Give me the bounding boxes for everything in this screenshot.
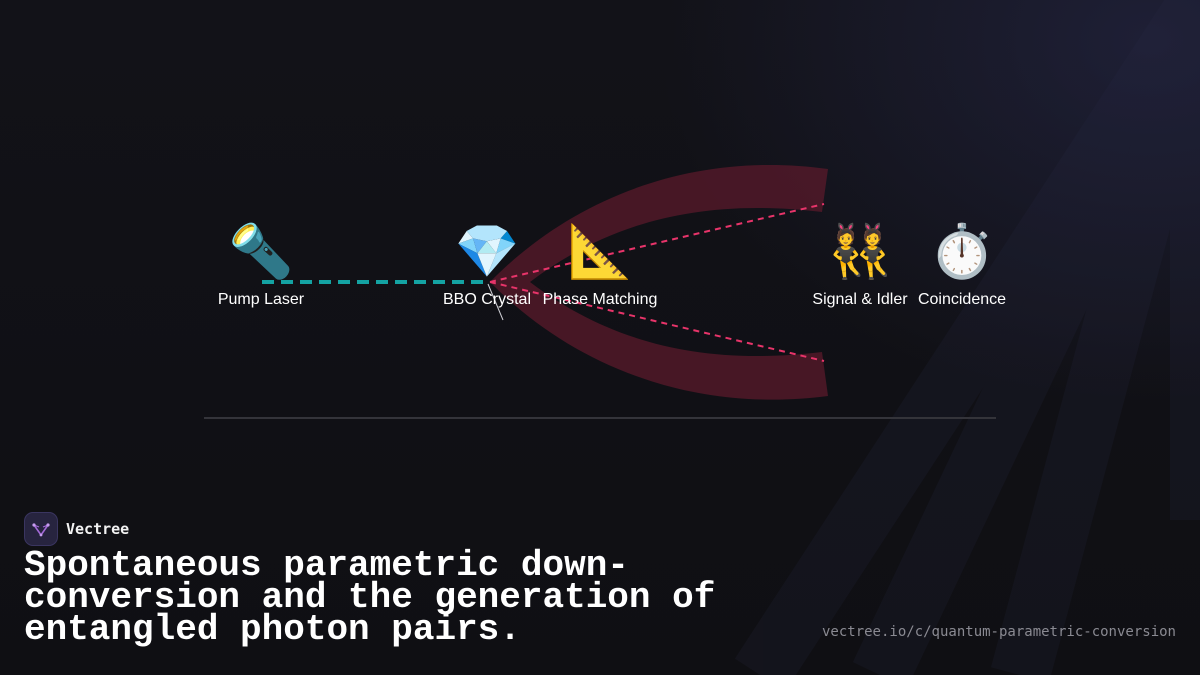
crystal-axis-mark [487, 283, 504, 321]
node-label: Pump Laser [217, 291, 305, 308]
headline: Spontaneous parametric down-conversion a… [24, 545, 716, 650]
node-label: BBO Crystal [442, 291, 531, 308]
node-label: Signal & Idler [812, 291, 908, 308]
vectree-logo-icon [24, 512, 58, 546]
flashlight-icon: 🔦 [228, 222, 294, 282]
triangular-ruler-icon: 📐 [567, 222, 633, 282]
divider [204, 417, 996, 419]
gem-icon: 💎 [454, 222, 520, 282]
node-signal-idler: 👯 Signal & Idler [800, 222, 920, 310]
idler-photon-path [489, 281, 825, 362]
node-pump-laser: 🔦 Pump Laser [201, 222, 321, 310]
node-label: Coincidence [917, 291, 1007, 308]
node-label: Phase Matching [542, 291, 658, 308]
brand: Vectree [24, 512, 129, 546]
node-phase-matching: 📐 Phase Matching [535, 222, 665, 310]
stopwatch-icon: ⏱️ [929, 222, 995, 282]
node-coincidence: ⏱️ Coincidence [902, 222, 1022, 310]
twins-icon: 👯 [827, 222, 893, 282]
node-bbo-crystal: 💎 BBO Crystal [427, 222, 547, 310]
brand-name: Vectree [66, 520, 130, 538]
source-url[interactable]: vectree.io/c/quantum-parametric-conversi… [821, 624, 1176, 640]
emission-cone [490, 164, 828, 400]
signal-photon-path [489, 203, 825, 283]
